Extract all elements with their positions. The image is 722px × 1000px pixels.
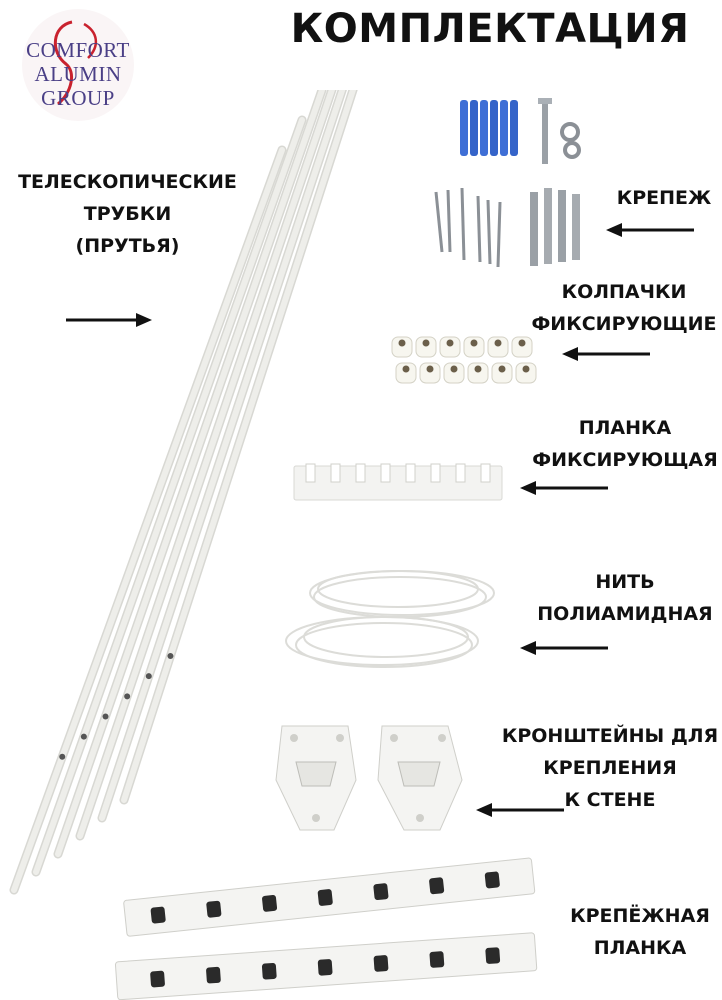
telescopic-rod-6 <box>119 90 358 805</box>
caps-illustration <box>391 336 537 384</box>
screws-icon <box>434 187 502 268</box>
label-rods: ТЕЛЕСКОПИЧЕСКИЕ ТРУБКИ (ПРУТЬЯ) <box>0 166 255 262</box>
label-brackets-line-2: КРЕПЛЕНИЯ <box>543 757 677 779</box>
label-rods-line-1: ТЕЛЕСКОПИЧЕСКИЕ <box>18 171 237 193</box>
mount-slot <box>317 959 333 976</box>
label-plank-line-1: ПЛАНКА <box>578 417 672 439</box>
wall-brackets-illustration <box>275 725 463 831</box>
logo-line-3: GROUP <box>41 86 115 110</box>
telescopic-rod-1 <box>9 145 287 895</box>
mount-slot <box>429 951 445 968</box>
cap-icon <box>467 362 489 384</box>
telescopic-rod-2 <box>31 115 307 877</box>
label-mount-plank-line-1: КРЕПЁЖНАЯ <box>570 905 710 927</box>
plank-slot <box>405 463 416 483</box>
telescopic-rod-3 <box>53 90 327 859</box>
mount-slot <box>206 900 222 918</box>
cap-icon <box>491 362 513 384</box>
label-thread-line-2: ПОЛИАМИДНАЯ <box>537 603 713 625</box>
telescopic-rod-5 <box>97 90 347 823</box>
mount-slot <box>484 871 500 889</box>
label-caps-line-2: ФИКСИРУЮЩИЕ <box>531 313 717 335</box>
mount-slot <box>317 889 333 906</box>
thread-illustration <box>285 570 495 668</box>
screw-bolts-icon <box>538 98 581 164</box>
label-caps: КОЛПАЧКИ ФИКСИРУЮЩИЕ <box>530 276 718 340</box>
plank-slot <box>330 463 341 483</box>
label-rods-line-3: (ПРУТЬЯ) <box>75 235 180 257</box>
label-plank: ПЛАНКА ФИКСИРУЮЩАЯ <box>530 412 720 476</box>
page-title: КОМПЛЕКТАЦИЯ <box>290 6 690 52</box>
cap-icon <box>415 336 437 358</box>
cap-icon <box>463 336 485 358</box>
label-mount-plank-line-2: ПЛАНКА <box>593 937 687 959</box>
bracket-left-icon <box>275 725 357 831</box>
plank-slot <box>380 463 391 483</box>
fixing-plank-illustration <box>293 463 503 501</box>
cap-icon <box>515 362 537 384</box>
label-brackets-line-3: К СТЕНЕ <box>564 789 656 811</box>
label-thread-line-1: НИТЬ <box>595 571 655 593</box>
fasteners-illustration <box>434 98 581 268</box>
dowels-blue-icon <box>460 100 518 156</box>
label-caps-line-1: КОЛПАЧКИ <box>561 281 687 303</box>
label-mount-plank: КРЕПЁЖНАЯ ПЛАНКА <box>560 900 720 964</box>
mount-slot <box>150 906 166 924</box>
bracket-right-icon <box>377 725 463 831</box>
cap-icon <box>511 336 533 358</box>
plank-slot <box>305 463 316 483</box>
mount-slot <box>206 966 221 984</box>
brand-logo: COMFORT ALUMIN GROUP <box>14 6 142 124</box>
cap-icon <box>487 336 509 358</box>
plank-slot <box>430 463 441 483</box>
mount-slot <box>429 877 445 895</box>
telescopic-rod-4 <box>75 90 337 841</box>
mounting-plank-illustration <box>114 857 538 1000</box>
logo-emblem-icon <box>22 9 134 121</box>
label-fasteners: КРЕПЕЖ <box>610 182 718 214</box>
label-brackets: КРОНШТЕЙНЫ ДЛЯ КРЕПЛЕНИЯ К СТЕНЕ <box>500 720 720 816</box>
cap-icon <box>439 336 461 358</box>
label-rods-line-2: ТРУБКИ <box>83 203 172 225</box>
label-brackets-line-1: КРОНШТЕЙНЫ ДЛЯ <box>501 725 719 747</box>
label-thread: НИТЬ ПОЛИАМИДНАЯ <box>530 566 720 630</box>
logo-line-2: ALUMIN <box>34 62 122 86</box>
mount-slot <box>373 955 389 972</box>
plank-slot <box>480 463 491 483</box>
label-fasteners-line-1: КРЕПЕЖ <box>616 187 712 209</box>
anchor-bolts-icon <box>530 188 580 266</box>
mount-slot <box>262 894 278 912</box>
mount-slot <box>261 962 277 980</box>
plank-slot <box>355 463 366 483</box>
logo-line-1: COMFORT <box>26 38 130 62</box>
mount-slot <box>373 883 389 901</box>
mount-slot <box>485 947 501 964</box>
cap-icon <box>419 362 441 384</box>
mount-slot <box>150 970 165 988</box>
label-plank-line-2: ФИКСИРУЮЩАЯ <box>532 449 718 471</box>
cap-icon <box>443 362 465 384</box>
cap-icon <box>391 336 413 358</box>
plank-slot <box>455 463 466 483</box>
telescopic-rods-illustration <box>9 90 358 895</box>
cap-icon <box>395 362 417 384</box>
